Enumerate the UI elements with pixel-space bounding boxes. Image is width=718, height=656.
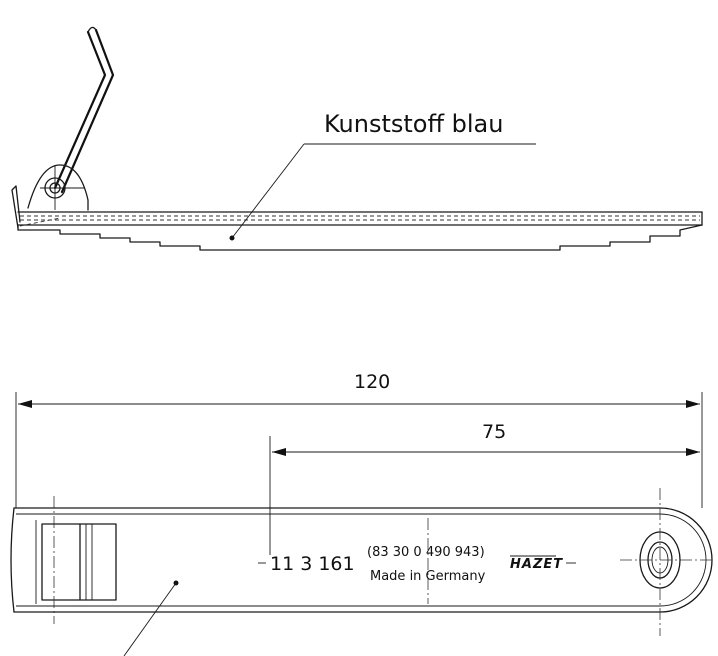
brand-logo: HAZET [510, 557, 563, 572]
stepped-underside [17, 224, 703, 251]
top-view: 120 75 [10, 371, 713, 656]
bottom-leader [123, 580, 179, 656]
pivot-bracket [27, 164, 89, 211]
lever [53, 26, 115, 194]
dimension-inner: 75 [269, 421, 700, 555]
strip-outline [10, 507, 713, 613]
end-clip [35, 496, 117, 624]
made-in-label: Made in Germany [370, 569, 486, 584]
dimension-overall-label: 120 [354, 371, 390, 393]
dimension-overall: 120 [15, 371, 703, 508]
pivot-hole [620, 488, 712, 636]
dimension-inner-label: 75 [482, 421, 506, 443]
material-leader [229, 143, 536, 241]
part-number: 11 3 161 [270, 553, 355, 575]
reference-number: (83 30 0 490 943) [367, 545, 485, 560]
side-view: Kunststoff blau [11, 26, 703, 251]
end-tab [11, 185, 21, 229]
material-label: Kunststoff blau [324, 110, 503, 138]
